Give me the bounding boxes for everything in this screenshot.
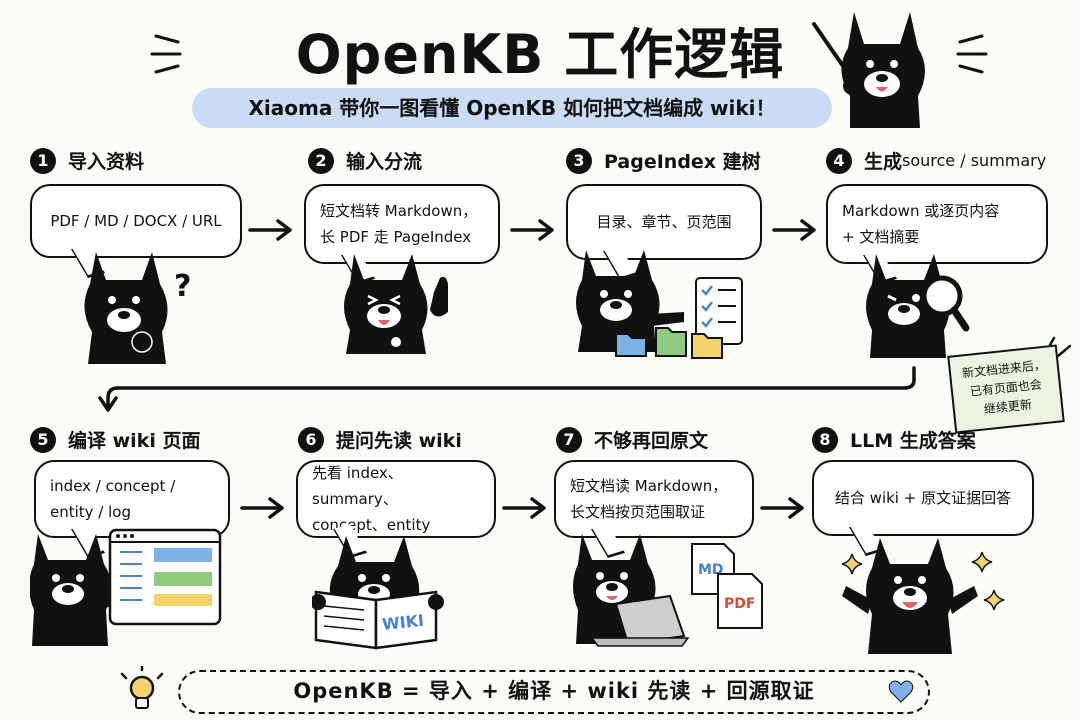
step-8-bubble: 结合 wiki + 原文证据回答	[812, 460, 1034, 556]
step-1-bubble: PDF / MD / DOCX / URL	[30, 184, 242, 278]
step-2-line-2: 长 PDF 走 PageIndex	[320, 228, 472, 246]
step-5-line-2: entity / log	[50, 503, 131, 521]
step-6-title: 6 提问先读 wiki	[298, 426, 462, 453]
page-title: OpenKB 工作逻辑	[295, 23, 785, 86]
step-7-title: 7 不够再回原文	[556, 426, 708, 453]
step-4-title-sub: source / summary	[902, 151, 1047, 170]
step-7-line-1: 短文档读 Markdown，	[570, 477, 728, 495]
doc-label-pdf: PDF	[724, 596, 755, 612]
summary-formula: OpenKB = 导入 + 编译 + wiki 先读 + 回源取证	[178, 670, 930, 714]
step-8-number: 8	[812, 426, 838, 453]
step-4-title-text: 生成	[864, 151, 903, 173]
step-8-title-text: LLM 生成答案	[850, 430, 976, 452]
step-2-title: 2 输入分流	[308, 147, 422, 174]
step-4-number: 4	[826, 147, 852, 174]
lightbulb-icon	[120, 666, 164, 709]
arrow-3-to-4	[772, 219, 816, 241]
step-6-bubble: 先看 index、summary、 concept、entity	[296, 460, 496, 558]
step-2-mascot	[344, 254, 448, 354]
step-5-number: 5	[30, 426, 56, 453]
step-6-title-text: 提问先读 wiki	[336, 430, 462, 452]
step-4-bubble: Markdown 或逐页内容 + 文档摘要	[826, 184, 1048, 284]
heart-icon	[888, 680, 914, 703]
wiki-book-label: WIKI	[381, 611, 425, 634]
step-3-bubble: 目录、章节、页范围	[566, 184, 762, 280]
step-5-line-1: index / concept /	[50, 477, 176, 495]
svg-text:?: ?	[174, 269, 191, 304]
arrow-2-to-3	[510, 219, 554, 241]
arrow-5-to-6	[240, 497, 284, 519]
step-2-number: 2	[308, 147, 334, 174]
step-4-line-1: Markdown 或逐页内容	[842, 202, 1000, 220]
step-4-mascot	[866, 254, 970, 358]
step-3-line-1: 目录、章节、页范围	[596, 213, 732, 231]
step-8-mascot	[841, 538, 1005, 654]
title-accent-left	[150, 34, 182, 74]
step-5-bubble: index / concept / entity / log	[34, 460, 230, 558]
step-2-bubble: 短文档转 Markdown， 长 PDF 走 PageIndex	[304, 184, 500, 284]
step-8-title: 8 LLM 生成答案	[812, 426, 976, 453]
step-5-title: 5 编译 wiki 页面	[30, 426, 200, 453]
step-3-number: 3	[566, 147, 592, 174]
step-7-bubble: 短文档读 Markdown， 长文档按页范围取证	[554, 460, 754, 558]
step-5-title-text: 编译 wiki 页面	[68, 430, 201, 452]
arrow-4-to-5	[98, 366, 916, 412]
step-4-title: 4 生成 source / summary	[826, 147, 1046, 174]
step-3-title-text: PageIndex 建树	[604, 151, 761, 173]
step-5-mascot	[30, 528, 222, 646]
step-2-line-1: 短文档转 Markdown，	[320, 202, 478, 220]
step-7-number: 7	[556, 426, 582, 453]
arrow-1-to-2	[248, 219, 292, 241]
step-1-mascot: ?	[84, 252, 191, 364]
step-6-mascot: WIKI	[312, 536, 444, 650]
update-note: 新文档进来后， 已有页面也会 继续更新	[947, 344, 1065, 434]
page-subtitle: Xiaoma 带你一图看懂 OpenKB 如何把文档编成 wiki！	[192, 88, 832, 128]
arrow-7-to-8	[760, 497, 804, 519]
arrow-6-to-7	[502, 497, 546, 519]
step-3-title: 3 PageIndex 建树	[566, 147, 761, 174]
step-1-line-1: PDF / MD / DOCX / URL	[50, 212, 222, 230]
step-6-line-1: 先看 index、summary、	[312, 464, 403, 508]
step-7-line-2: 长文档按页范围取证	[570, 503, 706, 521]
step-2-title-text: 输入分流	[346, 151, 423, 173]
step-6-number: 6	[298, 426, 324, 453]
step-1-title-text: 导入资料	[68, 151, 145, 173]
step-1-number: 1	[30, 147, 56, 174]
step-1-title: 1 导入资料	[30, 147, 144, 174]
step-7-mascot: MD PDF	[573, 534, 763, 647]
header-mascot	[812, 12, 925, 128]
step-4-line-2: + 文档摘要	[842, 228, 920, 246]
step-7-title-text: 不够再回原文	[594, 430, 709, 452]
step-8-line-1: 结合 wiki + 原文证据回答	[834, 489, 1012, 507]
step-3-mascot	[576, 250, 743, 359]
title-accent-right	[956, 34, 988, 74]
